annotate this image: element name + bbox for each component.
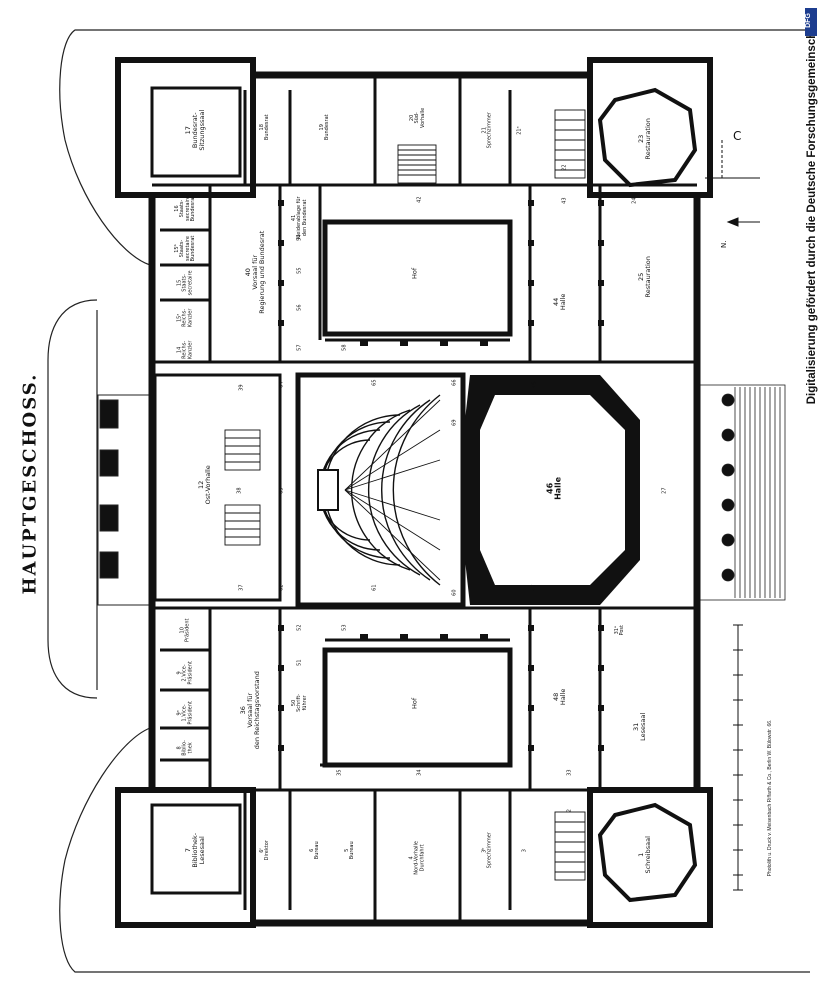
room-label: 39 [238,384,245,391]
room-label: 7 Bibliothek- Lesesaal [183,832,206,868]
room-label: 31 Lesesaal [632,712,647,741]
room-label: Hof [410,697,419,709]
stairs [224,109,586,881]
room-label: 21 Sprechzimmer [481,112,493,149]
room-label: 45 [531,381,538,388]
room-label: 35 [336,769,343,776]
room-label: 3 [521,849,528,853]
room-label: 61 [371,584,378,591]
room-label: 40 Vorsaal für Regierung und Bundesrat [243,230,266,314]
room-label: 17 Bundesrat- Sitzungssaal [183,109,206,151]
room-label: 27 [661,487,668,494]
room-label: 2 [566,809,573,813]
room-label: 23 Restauration [637,118,652,160]
room-label: 19 Bundesrat [318,114,330,141]
west-terrace [699,384,786,601]
room-label: 24 [631,197,638,204]
room-label: Hof [410,267,419,279]
east-entrance-steps [97,394,154,606]
room-label: 66 [451,379,458,386]
room-label: 36 Vorsaal für den Reichstagsvorstand [238,671,261,750]
building-walls [115,57,713,928]
room-label: 6 Bureau [308,841,320,860]
room-label: 4 Nord-Vorhalle Durchfahrt [408,841,426,875]
room-label: 1 Schreibsaal [637,836,652,874]
room-label: 33 [566,769,573,776]
interior-walls [152,75,697,925]
room-label: 21ᵃ [516,126,523,135]
room-label: 56 [296,304,303,311]
room-label: 55 [296,267,303,274]
funding-credit: Digitalisierung gefördert durch die Deut… [806,17,818,405]
room-label: 46 Halle [545,476,563,500]
room-label: 53 [341,624,348,631]
plenary-hall [295,372,466,608]
room-label: 38 [236,487,243,494]
room-label: 69 [451,419,458,426]
room-label: 60 [451,589,458,596]
room-label: 64 [278,381,285,388]
central-hall [465,375,640,605]
room-label: 51 [296,659,303,666]
room-label: 57 [296,344,303,351]
room-label: 25 Restauration [637,256,652,298]
site-outline [47,29,810,973]
columns [278,200,604,751]
room-label: 10 Präsident [179,618,191,642]
room-label: 14 Reichs- Kanzler [176,340,194,360]
room-label: 48 Halle [552,688,567,706]
room-label: 37 [238,584,245,591]
scale-bar [733,624,743,891]
room-label: 16 Staats- secretaire Bundesrat [174,195,196,222]
room-label: 62 [278,584,285,591]
room-label: 34 [416,769,423,776]
room-label: 3ᵇ Sprechzimmer [481,832,493,869]
room-label: 6ᶜ Direktor [258,840,270,861]
room-label: 5 Bureau [343,841,355,860]
north-label: N. [720,241,728,248]
room-label: 58 [341,344,348,351]
section-label: C [733,129,741,143]
room-label: 44 Halle [552,293,567,311]
room-label: 47 [531,584,538,591]
room-label: 50 Schrift- führer [291,693,308,712]
room-label: 22 [561,164,568,171]
north-arrow [705,140,760,227]
room-label: 65 [371,379,378,386]
room-label: 63 [278,487,285,494]
page-title: HAUPTGESCHOSS. [19,372,41,595]
room-label: 54 [296,234,303,241]
room-label: 8 Biblio- thek [176,740,194,756]
room-label: 20 Süd- Vorhalle [409,107,426,128]
room-label: 18 Bundesrat [258,114,270,141]
printer-credit: Photolith u. Druck v. Meisenbach Riffart… [767,719,773,877]
dfg-logo-icon: DFG [805,8,817,36]
room-label: 43 [561,197,568,204]
room-label: 9 2.Vice- Präsident [176,661,194,685]
room-label: 42 [416,196,423,203]
room-label: 12 Ost-Vorhalle [197,465,212,505]
room-label: 52 [296,624,303,631]
room-label: 31ᵃ Post [613,625,625,636]
